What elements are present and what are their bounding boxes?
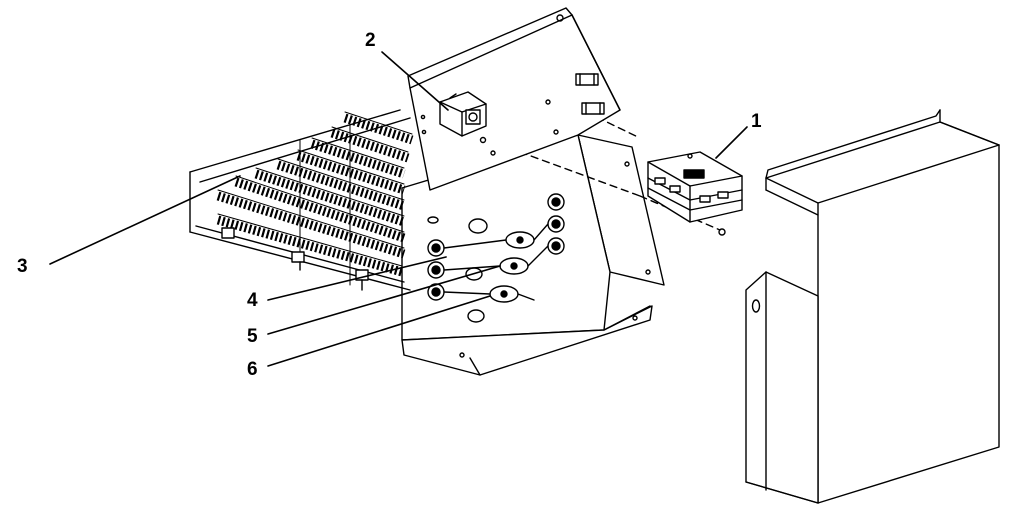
- contactor-part-1: [647, 151, 743, 236]
- callout-1: 1: [751, 111, 762, 132]
- heater-coil-assembly-part-3: [189, 109, 414, 291]
- relay-part-2: [439, 91, 487, 144]
- callout-3: 3: [17, 256, 28, 277]
- limit-switches: [427, 193, 565, 303]
- housing-box: [401, 111, 721, 376]
- control-panel: [407, 7, 621, 191]
- callout-6: 6: [247, 359, 258, 380]
- callout-2: 2: [365, 30, 376, 51]
- leader-lines: [49, 51, 748, 367]
- callout-5: 5: [247, 326, 258, 347]
- callout-4: 4: [247, 290, 258, 311]
- cover-panel: [745, 109, 1000, 504]
